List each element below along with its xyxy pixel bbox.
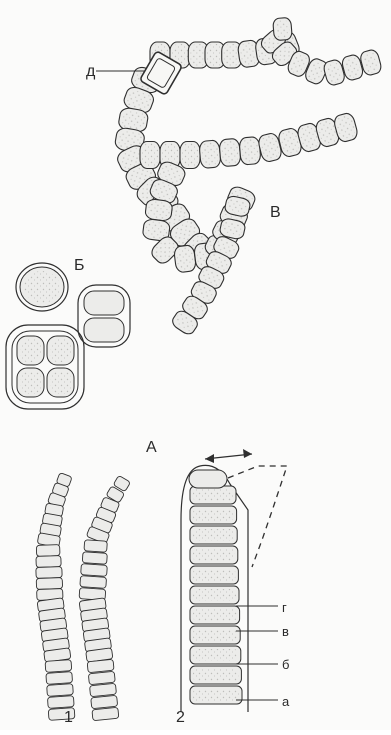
filament-v4-cell <box>199 140 221 169</box>
filament-2-cell-texture <box>193 489 233 501</box>
filament-1a-cell <box>47 696 74 709</box>
filament-v5-cell <box>173 245 196 273</box>
filament-v4-cell <box>219 138 241 167</box>
filament-v4-cell-texture <box>221 140 239 164</box>
colony-pair-cell-bottom <box>84 318 124 342</box>
label-a: А <box>146 439 157 456</box>
filament-1b-cell <box>80 576 107 589</box>
filament-2-cell-texture <box>193 669 238 681</box>
colony-four-cell-texture-4 <box>50 371 71 394</box>
filament-1b-cell <box>92 707 119 721</box>
filament-1b-cell <box>88 671 115 685</box>
filament-2-cell-texture <box>193 509 234 521</box>
filament-1a-cell <box>45 660 72 673</box>
filament-v1-cell-texture <box>207 44 223 66</box>
label-g: г <box>282 600 287 615</box>
filament-2-cell-texture <box>193 529 234 541</box>
filament-v4-cell-texture <box>241 139 259 163</box>
filament-1a-cell <box>36 556 61 568</box>
filament-v4-cell-texture <box>182 144 198 167</box>
label-v: В <box>270 204 281 221</box>
filament-1b-cell <box>87 659 114 673</box>
filament-v2b-cell <box>273 17 293 40</box>
colony-four-cell-texture-2 <box>50 339 71 362</box>
filament-v2b-cell-texture <box>275 19 290 38</box>
filament-v4-cell <box>239 137 261 166</box>
filament-1b-cell <box>84 540 107 552</box>
filament-1a-cell <box>46 672 73 685</box>
colony-four-outer <box>6 325 84 409</box>
filament-1b-cell <box>82 552 107 565</box>
label-1: 1 <box>64 709 73 726</box>
label-v-small: в <box>282 624 289 639</box>
cell-colonies-b <box>6 263 130 409</box>
filament-1a-cell <box>36 567 62 579</box>
filament-v4-cell <box>180 142 200 169</box>
colony-pair-cell-top <box>84 291 124 315</box>
filament-2-cell-texture <box>193 589 236 601</box>
colony-four-cell-texture-1 <box>20 339 41 362</box>
filament-2-cell-texture <box>193 569 235 581</box>
filament-1a-cell <box>47 684 74 697</box>
filament-v4-cell <box>140 142 160 169</box>
colony-four-cell-texture-3 <box>20 371 41 394</box>
label-a-small: а <box>282 694 290 709</box>
movement-arrow-head-left <box>205 454 214 463</box>
filament-v5-cell <box>145 198 173 221</box>
filament-2-cell-texture <box>193 649 238 661</box>
filament-1b-cell <box>90 683 117 697</box>
filament-1a-cell <box>36 545 60 557</box>
filament-v1-cell-texture <box>190 44 206 66</box>
filament-2-cell-texture <box>193 629 237 641</box>
filament-2-cell-texture <box>193 609 237 621</box>
filament-v4-cell-texture <box>201 142 219 166</box>
colony-single-texture <box>24 271 60 303</box>
label-d: д <box>86 63 96 80</box>
filament-1b-cell <box>91 695 118 709</box>
filament-v4-cell-texture <box>142 144 158 167</box>
filament-1a-cell <box>36 578 62 590</box>
filaments-group-v <box>96 17 383 336</box>
filaments-pair-1 <box>36 473 131 721</box>
label-2: 2 <box>176 709 185 726</box>
filament-2-cell-texture <box>193 689 239 701</box>
movement-arrow-head-right <box>243 449 252 458</box>
filament-2-tip <box>189 470 227 488</box>
filament-2 <box>181 465 248 712</box>
filament-1b-cell <box>81 564 108 577</box>
filament-2-cell-texture <box>193 549 235 561</box>
label-b-small: б <box>282 657 289 672</box>
filament-v1-cell-texture <box>224 44 240 66</box>
label-b: Б <box>74 257 85 274</box>
